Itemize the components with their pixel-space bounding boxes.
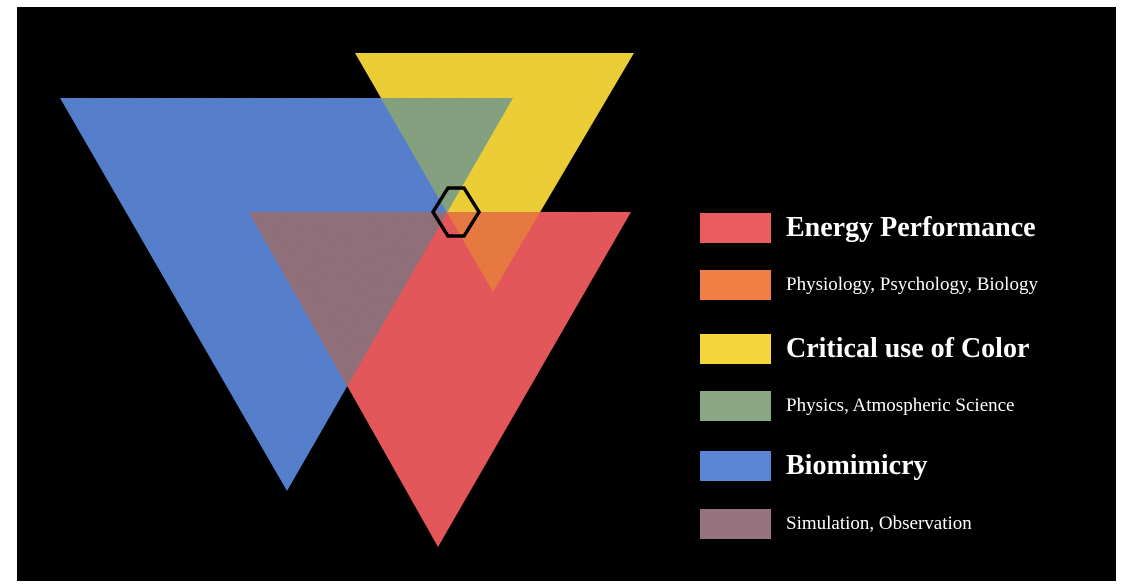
diagram-panel: Energy Performance Physiology, Psycholog…: [17, 7, 1116, 581]
legend-item-physics: Physics, Atmospheric Science: [700, 391, 1015, 421]
legend-item-critical-use-of-color: Critical use of Color: [700, 333, 1029, 365]
swatch-green: [700, 391, 771, 421]
legend-item-energy-performance: Energy Performance: [700, 212, 1036, 244]
legend-label: Critical use of Color: [786, 333, 1030, 364]
legend-item-biomimicry: Biomimicry: [700, 450, 928, 482]
swatch-yellow: [700, 334, 771, 364]
swatch-orange: [700, 270, 771, 300]
legend-item-simulation: Simulation, Observation: [700, 509, 972, 539]
legend-item-physiology: Physiology, Psychology, Biology: [700, 270, 1038, 300]
legend-label: Physics, Atmospheric Science: [786, 395, 1015, 416]
swatch-blue: [700, 451, 771, 481]
legend-label: Energy Performance: [786, 212, 1036, 243]
blue-triangle: [60, 98, 513, 491]
venn-triangles: [60, 53, 634, 547]
legend-label: Biomimicry: [786, 450, 928, 481]
legend-label: Physiology, Psychology, Biology: [786, 274, 1038, 295]
hexagon-icon: [430, 186, 482, 238]
swatch-purple: [700, 509, 771, 539]
swatch-red: [700, 213, 771, 243]
legend-label: Simulation, Observation: [786, 513, 972, 534]
